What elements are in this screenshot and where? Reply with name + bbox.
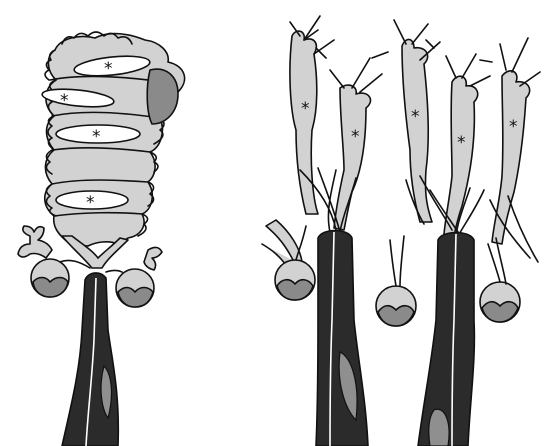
- right-axon-2: [418, 233, 474, 446]
- narrow-cell: [334, 85, 371, 230]
- round-cell-2: [376, 286, 416, 326]
- left-panel: [18, 32, 185, 446]
- asterisk-marker: *: [92, 127, 101, 147]
- lower-right-branch: [144, 247, 162, 270]
- left-axon: [62, 273, 118, 446]
- round-cell-1: [275, 260, 315, 300]
- asterisk-marker: *: [60, 91, 69, 111]
- right-round-cell: [116, 269, 154, 307]
- narrow-cell: [402, 39, 432, 222]
- right-panel: [262, 16, 540, 446]
- asterisk-marker: *: [351, 127, 360, 147]
- narrow-cell: [492, 71, 530, 244]
- round-cell-3: [480, 282, 520, 322]
- asterisk-marker: *: [104, 59, 113, 79]
- asterisk-marker: *: [301, 99, 310, 119]
- left-round-cell: [31, 259, 69, 297]
- stalk: [106, 271, 122, 273]
- right-axon-1: [316, 231, 368, 446]
- stalk: [390, 240, 396, 286]
- stalk: [400, 236, 404, 286]
- stalk: [496, 238, 506, 284]
- lower-left-branch: [18, 226, 52, 258]
- left-top-nucleus: [147, 69, 178, 124]
- asterisk-marker: *: [509, 117, 518, 137]
- asterisk-marker: *: [86, 193, 95, 213]
- asterisk-marker: *: [457, 133, 466, 153]
- asterisk-marker: *: [411, 107, 420, 127]
